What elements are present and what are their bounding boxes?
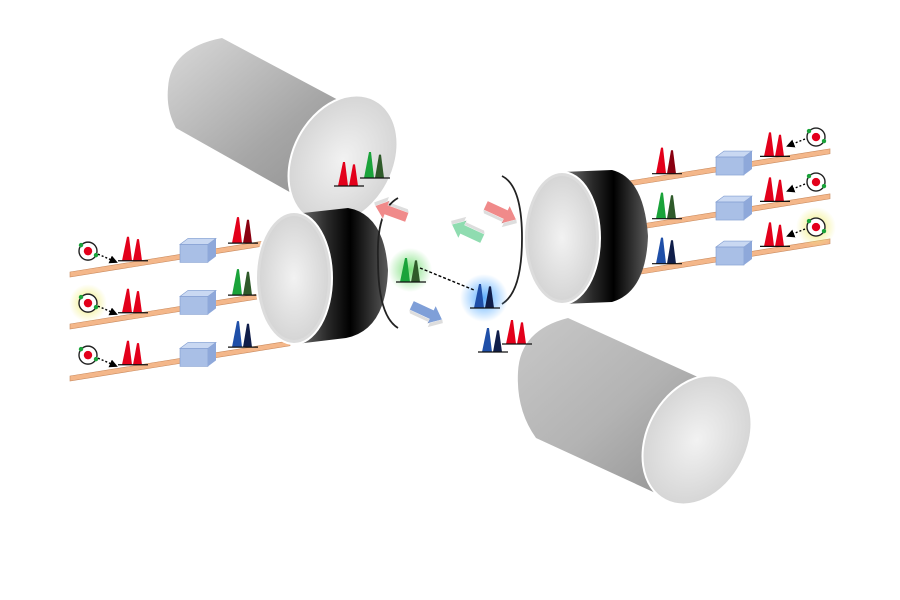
left-rail <box>69 269 291 330</box>
arrow-icon <box>786 183 806 193</box>
modulator-icon <box>179 342 217 367</box>
modulator-icon <box>715 150 753 176</box>
spectral-peak <box>764 222 774 247</box>
spectral-peak <box>667 195 676 219</box>
spectral-peak <box>485 286 494 308</box>
spectral-peak <box>243 323 252 348</box>
emitter-icon <box>78 241 99 261</box>
emitter-icon <box>806 217 827 237</box>
cylinder-left-black <box>255 208 388 345</box>
arrow-icon <box>786 228 806 238</box>
face-peaks-red <box>334 162 364 187</box>
spectral-peak <box>506 320 516 344</box>
arrow-icon <box>451 216 486 244</box>
output-peaks <box>652 237 682 265</box>
spectral-peak <box>122 236 132 261</box>
spectral-peak <box>775 134 784 157</box>
spectral-peak <box>338 162 348 186</box>
spectral-peak <box>764 177 774 202</box>
central-interaction <box>374 197 517 328</box>
spectral-peak <box>482 328 492 352</box>
spectral-peak <box>656 237 666 264</box>
input-peaks <box>118 340 148 366</box>
center-peaks-blue <box>470 284 500 309</box>
emitter-icon <box>78 345 99 365</box>
spectral-peak <box>232 217 242 244</box>
arrow-icon <box>482 200 517 228</box>
spectral-peak <box>656 192 666 219</box>
arrow-icon <box>97 305 118 316</box>
arrow-icon <box>374 197 410 223</box>
modulator-icon <box>179 238 217 263</box>
arrow-icon <box>97 253 118 264</box>
output-peaks <box>652 147 682 175</box>
spectral-peak <box>243 219 252 244</box>
spectral-peak <box>133 343 142 365</box>
glow-icon <box>388 248 432 292</box>
output-peaks <box>228 269 258 296</box>
spectral-peak <box>122 340 132 365</box>
spectral-peak <box>375 154 384 178</box>
emitter-icon <box>806 172 827 192</box>
left-rail <box>69 321 291 382</box>
spectral-peak <box>411 260 420 282</box>
right-rail <box>609 127 831 190</box>
glow-icon <box>460 274 508 322</box>
modulator-icon <box>715 240 753 266</box>
spectral-peak <box>764 132 774 157</box>
face-peaks-red <box>502 320 532 345</box>
input-peaks <box>118 288 148 314</box>
right-rail <box>609 207 836 280</box>
spectral-peak <box>474 284 484 308</box>
spectral-peak <box>364 152 374 178</box>
center-peaks-green <box>396 258 426 283</box>
output-peaks <box>228 217 258 244</box>
input-peaks <box>118 236 148 262</box>
arrow-icon <box>786 138 806 148</box>
right-rail-group <box>609 127 836 280</box>
face-peaks-blue <box>478 328 508 353</box>
input-peaks <box>760 222 790 247</box>
cylinder-top-left-gray <box>167 38 399 226</box>
spectral-peak <box>349 164 358 186</box>
spectral-peak <box>517 322 526 344</box>
spectral-peak <box>400 258 410 282</box>
arrow-icon <box>97 357 118 368</box>
output-peaks <box>228 321 258 348</box>
arrow-icon <box>408 300 443 328</box>
spectral-peak <box>667 150 676 174</box>
output-peaks <box>652 192 682 220</box>
input-peaks <box>760 177 790 202</box>
left-rail <box>69 217 291 278</box>
modulator-icon <box>715 195 753 221</box>
spectral-peak <box>122 288 132 313</box>
cylinder-right-black <box>523 170 648 305</box>
face-peaks <box>334 152 532 353</box>
emitter-icon <box>78 293 99 313</box>
spectral-peak <box>232 269 242 296</box>
face-peaks-green <box>360 152 390 179</box>
spectral-peak <box>775 224 784 247</box>
modulator-icon <box>179 290 217 315</box>
spectral-peak <box>656 147 666 174</box>
spectral-peak <box>232 321 242 348</box>
cylinder-bottom-right-gray <box>517 318 753 506</box>
left-rail-group <box>69 217 291 382</box>
input-peaks <box>760 132 790 157</box>
spectral-peak <box>667 240 676 264</box>
spectral-peak <box>493 330 502 352</box>
spectral-peak <box>243 271 252 296</box>
spectral-peak <box>133 291 142 313</box>
spectral-peak <box>775 179 784 202</box>
emitter-icon <box>806 127 827 147</box>
spectral-peak <box>133 239 142 261</box>
